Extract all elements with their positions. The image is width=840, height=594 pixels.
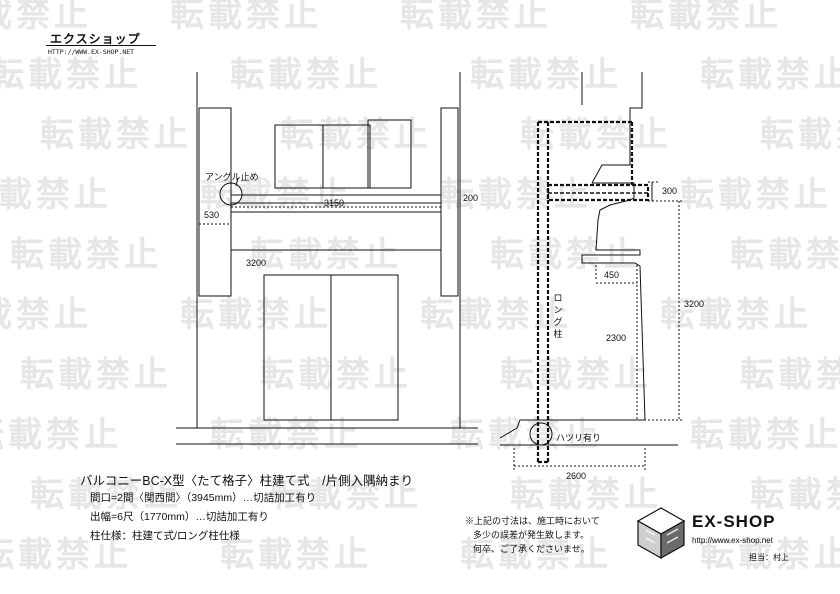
balcony-deck-beam [230, 194, 442, 204]
watermark-text: 転載禁止 [170, 0, 322, 35]
disclaimer-line-3: 何卒、ご了承くださいませ。 [473, 544, 590, 554]
disclaimer-line-1: ※上記の寸法は、施工時において [465, 516, 600, 526]
spec-frontage: 間口=2間〈関西間〉（3945mm）…切詰加工有り [90, 492, 317, 504]
watermark-text: 転載禁止 [0, 535, 132, 575]
product-title: バルコニーBC-X型〈たて格子〉柱建て式 /片側入隅納まり [80, 474, 414, 488]
brand-url: http://www.ex-shop.net [692, 536, 773, 545]
dim-label-3200-front: 3200 [246, 258, 267, 268]
watermark-text: 転載禁止 [230, 55, 382, 95]
watermark-text: 転載禁止 [680, 175, 832, 215]
dim-label-200: 200 [463, 193, 479, 203]
watermark-text: 転載禁止 [0, 55, 142, 95]
watermark-text: 転載禁止 [450, 415, 602, 455]
watermark-text: 転載禁止 [260, 355, 412, 395]
hatsuri-marker [529, 422, 553, 446]
dim-label-2300: 2300 [606, 333, 627, 343]
watermark-text: 転載禁止 [700, 55, 840, 95]
dim-label-2600: 2600 [566, 471, 587, 481]
dim-label-530: 530 [204, 210, 220, 220]
watermark-text: 転載禁止 [220, 535, 372, 575]
dim-label-450: 450 [604, 270, 620, 280]
watermark-text: 転載禁止 [10, 235, 162, 275]
watermark-text: 転載禁止 [30, 475, 182, 515]
watermark-text: 転載禁止 [0, 175, 112, 215]
watermark-text: 転載禁止 [750, 475, 840, 515]
staff-name: 担当：村上 [749, 553, 789, 562]
dim-label-3150: 3150 [324, 198, 345, 208]
front-post-left [198, 107, 232, 297]
watermark-text: 転載禁止 [660, 295, 812, 335]
angle-stop-marker [219, 182, 243, 206]
header-rule [46, 45, 156, 46]
upper-window-small [367, 119, 412, 189]
label-long-post: ロング柱 [553, 293, 563, 339]
shop-url: HTTP://WWW.EX-SHOP.NET [48, 48, 135, 56]
disclaimer-line-2: 多少の誤差が発生致します。 [473, 530, 590, 540]
watermark-text: 転載禁止 [40, 115, 192, 155]
angle-stop-leader [235, 177, 239, 187]
watermark-text: 転載禁止 [440, 175, 592, 215]
label-hatsuri: ハツリ有り [556, 433, 602, 443]
watermark-text: 転載禁止 [460, 535, 612, 575]
watermark-text: 転載禁止 [280, 115, 432, 155]
watermark-text: 転載禁止 [760, 115, 840, 155]
watermark-text: 転載禁止 [510, 475, 662, 515]
watermark-text: 転載禁止 [630, 0, 782, 35]
watermark-text: 転載禁止 [0, 415, 122, 455]
watermark-text: 転載禁止 [0, 295, 92, 335]
watermark-text: 転載禁止 [690, 415, 840, 455]
watermark-text: 転載禁止 [500, 355, 652, 395]
side-building-upper [591, 72, 643, 184]
watermark-text: 転載禁止 [210, 415, 362, 455]
watermark-text: 転載禁止 [20, 355, 172, 395]
ex-shop-logo-cube-icon [636, 507, 686, 560]
watermark-text: 転載禁止 [420, 295, 572, 335]
watermark-text: 転載禁止 [740, 355, 840, 395]
shop-name: エクスショップ [50, 32, 141, 46]
watermark-text: 転載禁止 [250, 235, 402, 275]
brand-name: EX-SHOP [692, 512, 776, 531]
watermark-text: 転載禁止 [400, 0, 552, 35]
watermark-text: 転載禁止 [180, 295, 332, 335]
spec-post: 柱仕様：柱建て式/ロング柱仕様 [90, 530, 240, 542]
watermark-text: 転載禁止 [270, 475, 422, 515]
front-post-right [440, 107, 459, 297]
front-view [176, 72, 478, 445]
dim-label-300: 300 [662, 186, 678, 196]
watermark-text: 転載禁止 [470, 55, 622, 95]
side-building-outline [499, 182, 646, 439]
spec-projection: 出幅=6尺（1770mm）…切詰加工有り [90, 511, 269, 523]
side-view [499, 72, 682, 470]
dim-label-3200-side: 3200 [684, 299, 705, 309]
watermark-text: 転載禁止 [0, 0, 92, 35]
watermark-text: 転載禁止 [730, 235, 840, 275]
watermark-text: 転載禁止 [700, 535, 840, 575]
label-angle-stop: アングル止め [205, 172, 259, 182]
